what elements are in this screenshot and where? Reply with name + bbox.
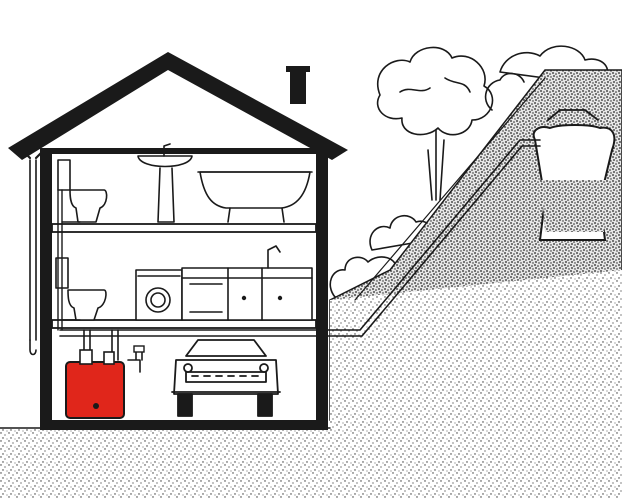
bathtub-icon <box>198 172 312 222</box>
storage-tank <box>534 110 615 240</box>
toilet-icon <box>58 160 107 222</box>
wall-right <box>316 148 328 430</box>
ground-floor-rooms <box>56 246 312 320</box>
toilet-icon <box>56 258 106 320</box>
upper-floor <box>52 224 316 232</box>
kitchen-counter <box>182 268 312 320</box>
upper-bathroom <box>58 144 312 222</box>
wall-left <box>40 148 52 430</box>
ground <box>0 428 622 498</box>
sink-icon <box>138 144 192 222</box>
ground-floor <box>52 320 316 328</box>
pump-unit <box>66 346 144 418</box>
car-icon <box>172 340 280 416</box>
faucet-icon <box>268 246 280 268</box>
chimney <box>290 70 306 104</box>
pump-indicator-icon <box>93 403 99 409</box>
pump-body <box>66 362 124 418</box>
washing-machine-icon <box>136 270 182 320</box>
